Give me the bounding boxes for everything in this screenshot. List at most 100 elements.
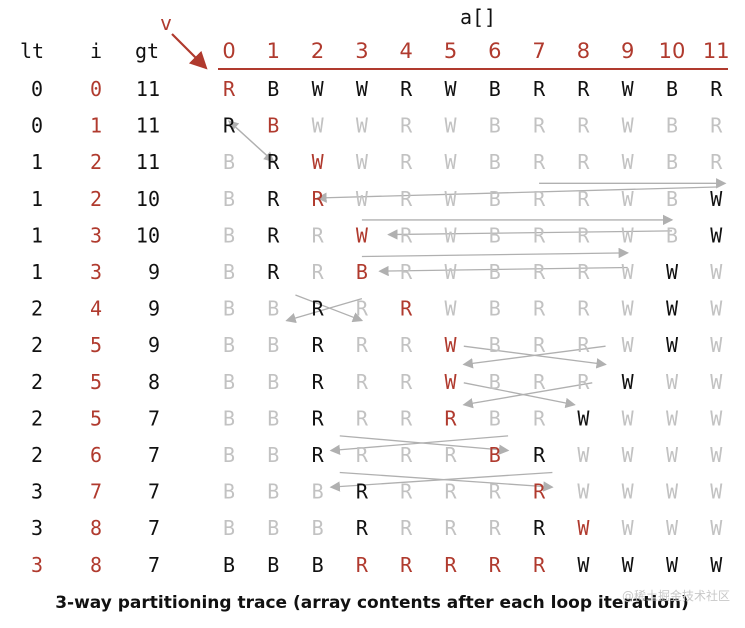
array-cell: R bbox=[489, 480, 502, 504]
index-label: 4 bbox=[400, 39, 413, 63]
lt-value: 0 bbox=[31, 114, 43, 138]
array-cell: W bbox=[444, 114, 457, 138]
caption: 3-way partitioning trace (array contents… bbox=[55, 593, 689, 613]
i-value: 2 bbox=[90, 187, 102, 211]
array-cell: R bbox=[356, 480, 369, 504]
lt-value: 3 bbox=[31, 480, 43, 504]
array-cell: R bbox=[533, 406, 546, 430]
array-cell: W bbox=[666, 297, 679, 321]
array-cell: B bbox=[489, 260, 501, 284]
array-cell: R bbox=[267, 150, 280, 174]
array-cell: R bbox=[444, 553, 457, 577]
array-cell: W bbox=[622, 223, 635, 247]
array-cell: W bbox=[444, 260, 457, 284]
array-cell: R bbox=[533, 516, 546, 540]
array-cell: B bbox=[489, 333, 501, 357]
array-cell: B bbox=[223, 297, 235, 321]
array-cell: W bbox=[622, 480, 635, 504]
array-cell: R bbox=[400, 480, 413, 504]
array-cell: R bbox=[533, 150, 546, 174]
gt-value: 8 bbox=[148, 370, 160, 394]
i-value: 2 bbox=[90, 150, 102, 174]
gt-value: 11 bbox=[136, 114, 160, 138]
lt-value: 0 bbox=[31, 77, 43, 101]
array-cell: R bbox=[577, 297, 590, 321]
i-value: 0 bbox=[90, 77, 102, 101]
array-cell: W bbox=[622, 114, 635, 138]
array-cell: B bbox=[267, 553, 279, 577]
array-cell: W bbox=[622, 406, 635, 430]
array-cell: W bbox=[356, 187, 369, 211]
gt-value: 10 bbox=[136, 187, 160, 211]
i-value: 4 bbox=[90, 297, 102, 321]
array-cell: R bbox=[312, 297, 325, 321]
array-cell: R bbox=[533, 370, 546, 394]
array-cell: R bbox=[400, 370, 413, 394]
array-cell: W bbox=[710, 370, 723, 394]
array-cell: R bbox=[577, 333, 590, 357]
array-cell: R bbox=[312, 443, 325, 467]
array-cell: R bbox=[312, 187, 325, 211]
array-cell: B bbox=[312, 553, 324, 577]
array-cell: B bbox=[267, 333, 279, 357]
array-cell: R bbox=[533, 480, 546, 504]
array-cell: W bbox=[312, 114, 325, 138]
array-cell: B bbox=[489, 114, 501, 138]
exchange-arrow bbox=[462, 382, 593, 409]
array-cell: R bbox=[577, 150, 590, 174]
array-cell: W bbox=[356, 114, 369, 138]
index-label: 1 bbox=[267, 39, 280, 63]
array-cell: R bbox=[400, 516, 413, 540]
array-cell: B bbox=[666, 77, 678, 101]
array-cell: B bbox=[223, 553, 235, 577]
array-cell: B bbox=[666, 114, 678, 138]
array-cell: R bbox=[533, 187, 546, 211]
index-label: 11 bbox=[703, 39, 730, 63]
v-label: v bbox=[160, 11, 172, 35]
array-cell: R bbox=[400, 297, 413, 321]
i-value: 7 bbox=[90, 480, 102, 504]
array-cell: B bbox=[489, 406, 501, 430]
array-cell: R bbox=[356, 333, 369, 357]
array-cell: R bbox=[223, 114, 236, 138]
exchange-arrows bbox=[228, 120, 727, 492]
array-cell: B bbox=[223, 333, 235, 357]
gt-value: 9 bbox=[148, 333, 160, 357]
array-cell: B bbox=[267, 516, 279, 540]
array-cell: R bbox=[312, 406, 325, 430]
array-cell: B bbox=[267, 114, 279, 138]
array-cell: B bbox=[489, 443, 501, 467]
array-cell: W bbox=[710, 480, 723, 504]
exchange-arrow bbox=[361, 247, 629, 259]
array-cell: B bbox=[267, 370, 279, 394]
array-cell: W bbox=[312, 150, 325, 174]
array-cell: B bbox=[223, 443, 235, 467]
array-cell: W bbox=[444, 223, 457, 247]
array-cell: W bbox=[577, 443, 590, 467]
array-cell: W bbox=[577, 516, 590, 540]
lt-value: 1 bbox=[31, 260, 43, 284]
array-cell: R bbox=[533, 297, 546, 321]
array-cell: W bbox=[356, 223, 369, 247]
array-cell: B bbox=[489, 297, 501, 321]
array-cell: R bbox=[577, 370, 590, 394]
array-cell: R bbox=[577, 223, 590, 247]
array-cell: B bbox=[489, 223, 501, 247]
array-cell: R bbox=[710, 114, 723, 138]
index-label: 2 bbox=[311, 39, 324, 63]
array-cell: B bbox=[223, 406, 235, 430]
header-lt: lt bbox=[20, 39, 44, 63]
array-cell: R bbox=[356, 370, 369, 394]
